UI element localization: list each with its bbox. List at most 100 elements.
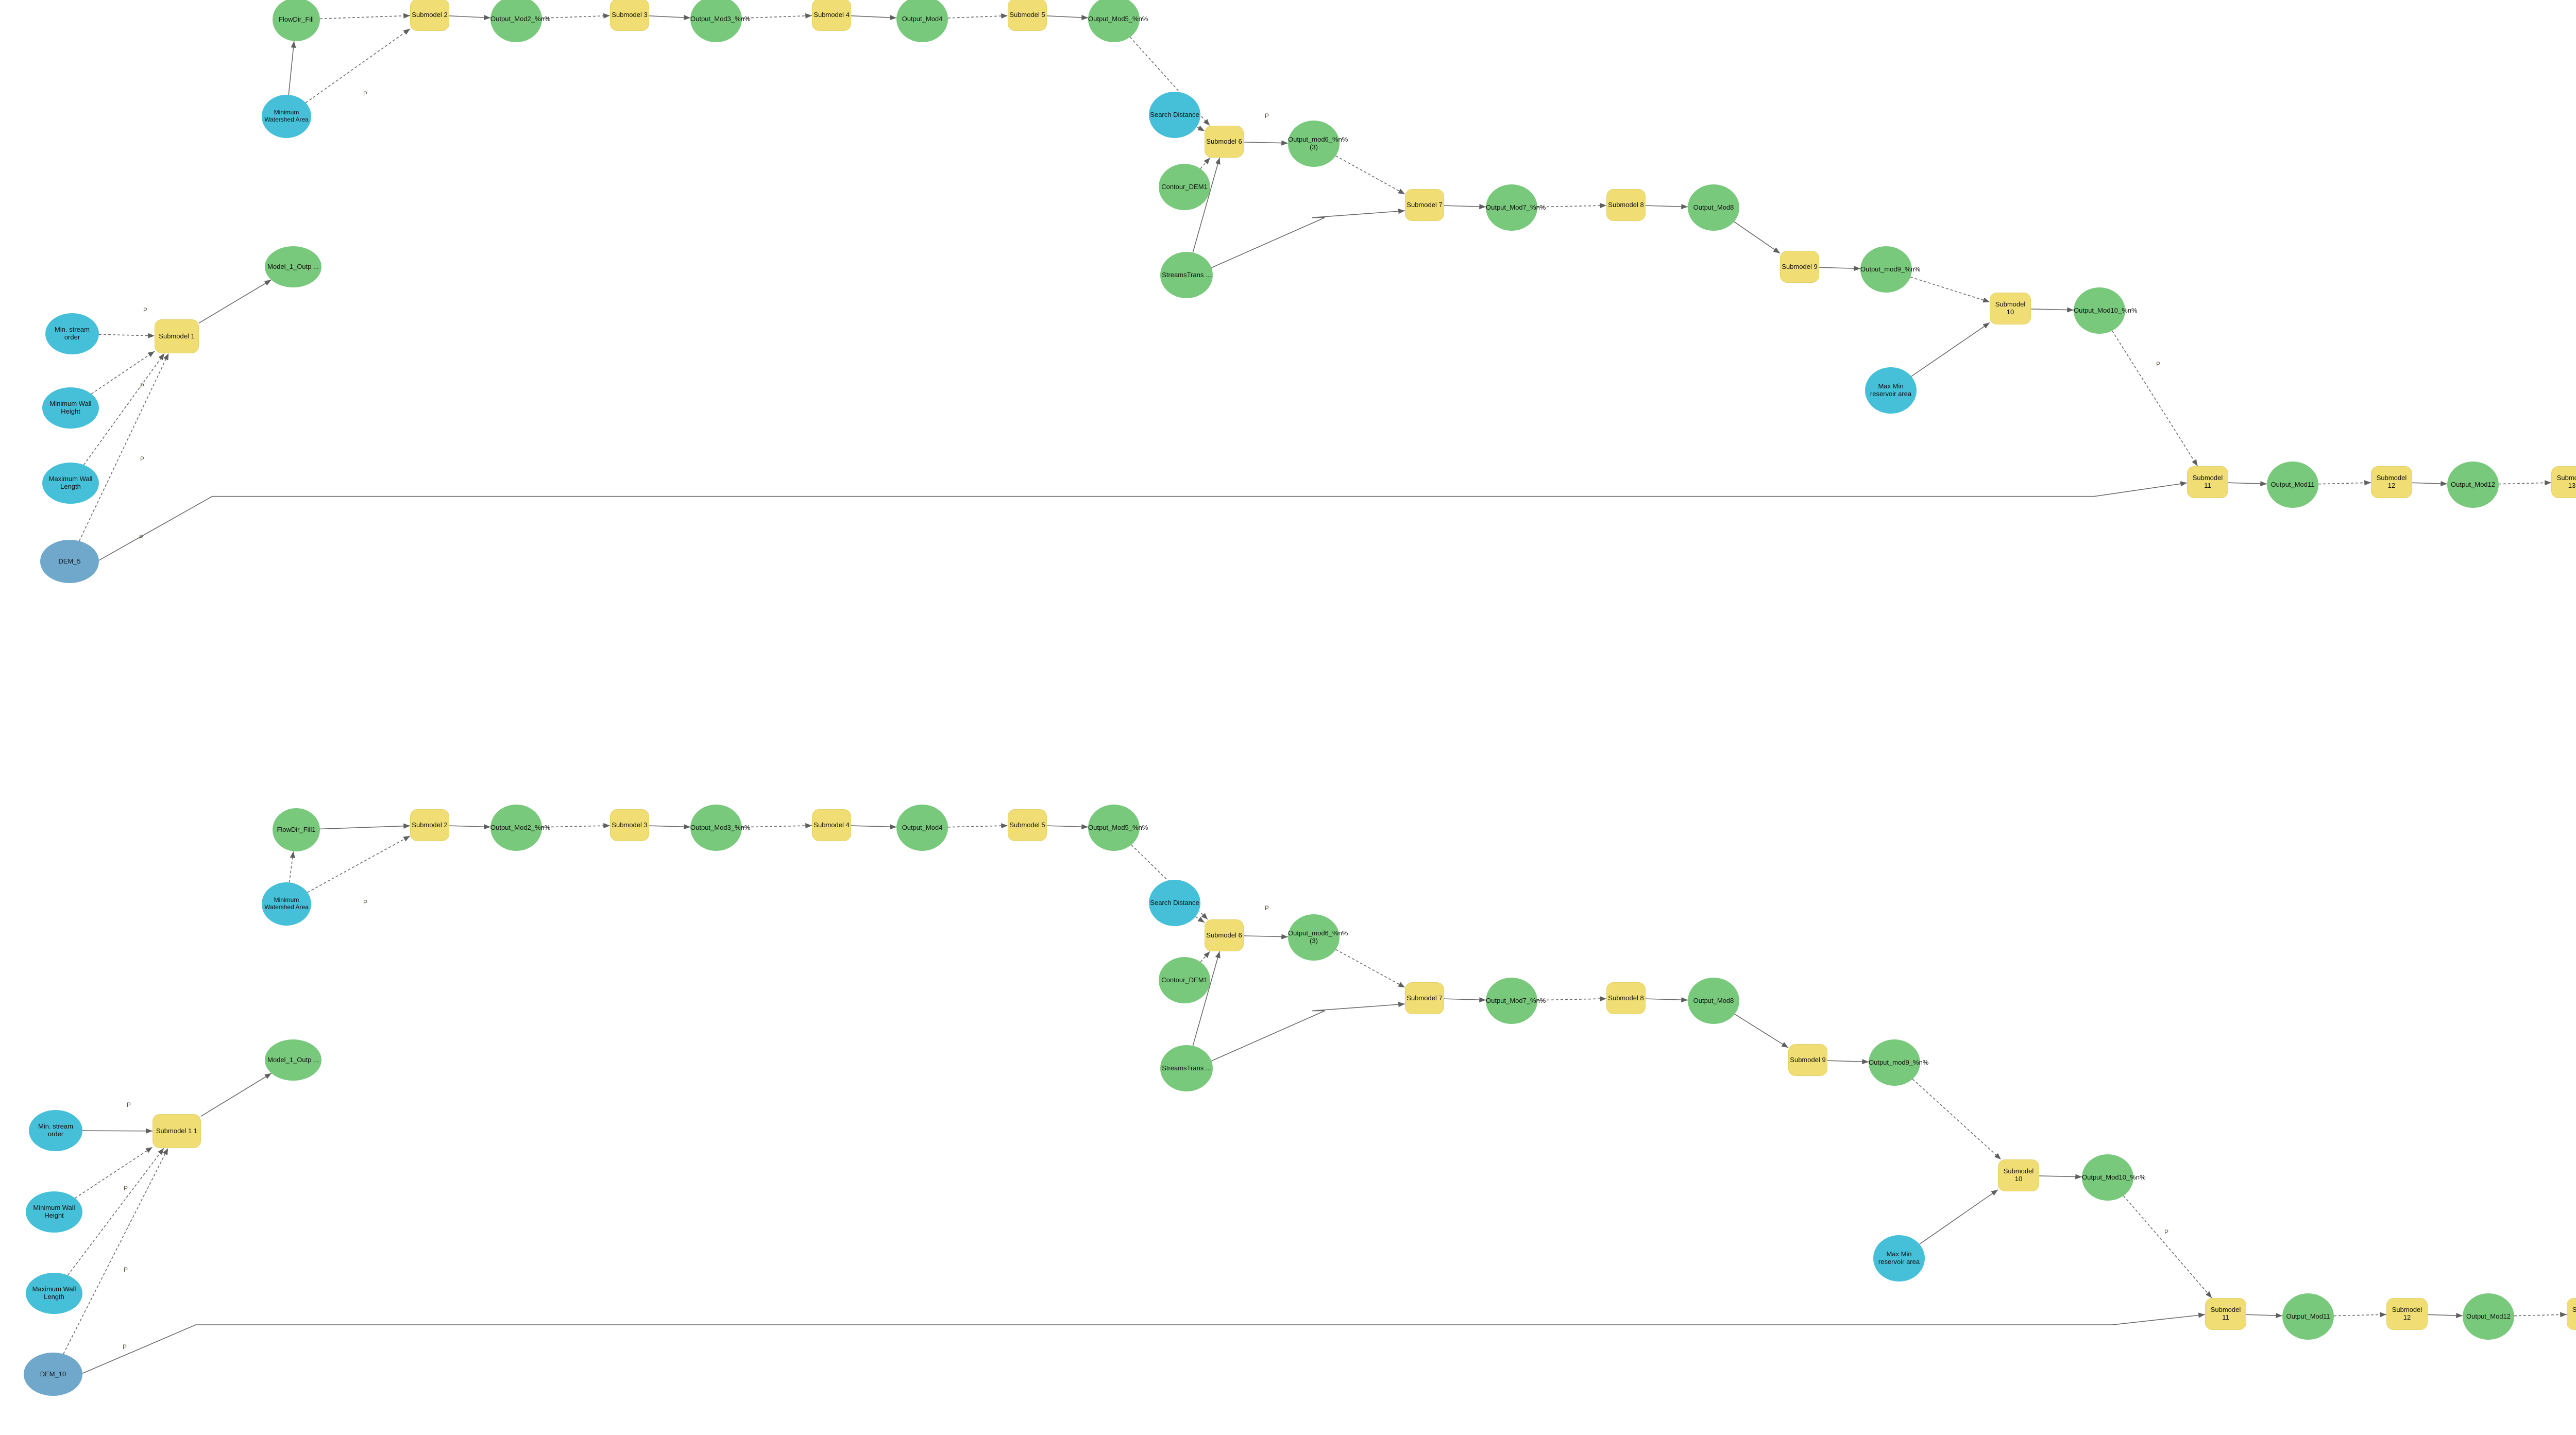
edge-t-sub12-to-t-out12	[2412, 481, 2448, 487]
node-derived-data-t-out6[interactable]: Output_mod6_%n% (3)	[1288, 121, 1348, 167]
node-submodel-b-sub10[interactable]: Submodel 10	[1998, 1159, 2039, 1191]
node-submodel-b-sub4[interactable]: Submodel 4	[812, 809, 851, 841]
node-derived-data-t-out9[interactable]: Output_mod9_%n%	[1860, 246, 1920, 293]
node-submodel-b-sub2[interactable]: Submodel 2	[410, 809, 449, 841]
node-derived-data-t-out7[interactable]: Output_Mod7_%n%	[1486, 184, 1546, 231]
node-submodel-t-sub13[interactable]: Submodel 13	[2551, 466, 2576, 498]
node-derived-data-t-out2[interactable]: Output_Mod2_%n%	[490, 0, 551, 42]
node-label: Output_Mod4	[902, 823, 943, 831]
node-parameter-t-minws[interactable]: Minimum Watershed Area	[262, 95, 311, 138]
node-parameter-t-minwall[interactable]: Minimum Wall Height	[42, 387, 99, 429]
node-derived-data-b-model1out[interactable]: Model_1_Outp ...	[265, 1039, 321, 1081]
edge-t-out8-to-t-sub9	[1734, 221, 1781, 254]
node-input-data-b-dem[interactable]: DEM_10	[24, 1353, 82, 1396]
node-submodel-b-sub3[interactable]: Submodel 3	[610, 809, 649, 841]
edge-b-sub1-to-b-model1out	[200, 1073, 272, 1117]
node-derived-data-t-streams[interactable]: StreamsTrans ...	[1160, 252, 1213, 298]
node-submodel-b-sub13[interactable]: Submodel 13	[2567, 1298, 2576, 1330]
node-derived-data-t-out12[interactable]: Output_Mod12	[2447, 462, 2499, 508]
node-submodel-t-sub3[interactable]: Submodel 3	[610, 0, 649, 31]
node-label: Max Min reservoir area	[1878, 1250, 1920, 1266]
node-submodel-b-sub6[interactable]: Submodel 6	[1205, 919, 1244, 951]
node-label: Output_Mod2_%n%	[490, 823, 551, 831]
node-parameter-b-searchdist[interactable]: Search Distance	[1149, 880, 1200, 926]
edge-parameter-label: P	[127, 1101, 131, 1108]
node-label: Maximum Wall Length	[48, 475, 93, 490]
node-derived-data-t-out11[interactable]: Output_Mod11	[2267, 462, 2318, 508]
node-label: Contour_DEM1	[1161, 976, 1208, 984]
node-submodel-t-sub11[interactable]: Submodel 11	[2187, 466, 2228, 498]
node-label: Output_Mod8	[1693, 996, 1734, 1004]
node-label: Submodel 11	[2210, 1306, 2241, 1321]
node-submodel-b-sub12[interactable]: Submodel 12	[2386, 1298, 2428, 1330]
edge-parameter-label: P	[124, 1185, 128, 1192]
node-label: Submodel 1 1	[156, 1126, 198, 1135]
node-parameter-t-maxwall[interactable]: Maximum Wall Length	[42, 463, 99, 504]
node-derived-data-t-out4[interactable]: Output_Mod4	[896, 0, 948, 42]
node-derived-data-b-out11[interactable]: Output_Mod11	[2282, 1293, 2334, 1340]
node-label: Search Distance	[1150, 110, 1199, 118]
node-derived-data-t-flowdir[interactable]: FlowDir_Fill	[273, 0, 320, 41]
node-input-data-t-dem[interactable]: DEM_5	[40, 540, 99, 583]
node-label: Minimum Wall Height	[49, 400, 92, 415]
edge-t-searchdist-to-t-sub6	[1196, 125, 1205, 132]
node-derived-data-t-out3[interactable]: Output_Mod3_%n%	[690, 0, 750, 42]
node-derived-data-b-out6[interactable]: Output_mod6_%n% (3)	[1288, 914, 1348, 961]
edge-t-out9-to-t-sub10	[1910, 277, 1990, 303]
node-parameter-b-minws[interactable]: Minimum Watershed Area	[262, 882, 311, 926]
node-submodel-b-sub11[interactable]: Submodel 11	[2205, 1298, 2246, 1330]
node-submodel-t-sub5[interactable]: Submodel 5	[1008, 0, 1047, 31]
node-derived-data-b-flowdir[interactable]: FlowDir_Fill1	[273, 808, 320, 851]
node-derived-data-t-out8[interactable]: Output_Mod8	[1688, 184, 1739, 231]
node-parameter-t-minorder[interactable]: Min. stream order	[45, 313, 99, 354]
node-label: Submodel 7	[1406, 994, 1443, 1002]
edge-b-sub12-to-b-out12	[2427, 1312, 2463, 1319]
edge-t-sub10-to-t-out10	[2030, 307, 2074, 313]
node-derived-data-b-contour[interactable]: Contour_DEM1	[1159, 957, 1210, 1003]
node-submodel-b-sub7[interactable]: Submodel 7	[1405, 982, 1444, 1014]
node-submodel-b-sub1[interactable]: Submodel 1 1	[152, 1114, 201, 1148]
node-submodel-t-sub4[interactable]: Submodel 4	[812, 0, 851, 31]
node-submodel-t-sub1[interactable]: Submodel 1	[155, 319, 199, 353]
node-label: Submodel 12	[2376, 474, 2407, 489]
node-submodel-t-sub12[interactable]: Submodel 12	[2371, 466, 2412, 498]
node-parameter-t-searchdist[interactable]: Search Distance	[1149, 92, 1200, 138]
node-derived-data-b-out8[interactable]: Output_Mod8	[1688, 978, 1739, 1024]
node-parameter-b-minorder[interactable]: Min. stream order	[29, 1110, 82, 1151]
node-derived-data-b-out7[interactable]: Output_Mod7_%n%	[1486, 978, 1546, 1024]
node-submodel-t-sub6[interactable]: Submodel 6	[1205, 126, 1244, 158]
node-label: Submodel 4	[814, 10, 850, 19]
edge-b-out6-to-b-sub7	[1335, 949, 1405, 988]
node-submodel-t-sub7[interactable]: Submodel 7	[1405, 189, 1444, 221]
edge-t-sub1-to-t-model1out	[198, 279, 272, 324]
node-label: Output_Mod2_%n%	[490, 14, 551, 23]
node-submodel-t-sub9[interactable]: Submodel 9	[1780, 251, 1819, 283]
node-derived-data-b-out2[interactable]: Output_Mod2_%n%	[490, 805, 551, 851]
node-submodel-t-sub2[interactable]: Submodel 2	[410, 0, 449, 31]
node-derived-data-b-out3[interactable]: Output_Mod3_%n%	[690, 805, 750, 851]
node-submodel-t-sub10[interactable]: Submodel 10	[1990, 293, 2031, 324]
edge-b-out11-to-b-sub12	[2333, 1312, 2387, 1318]
node-derived-data-b-streams[interactable]: StreamsTrans ...	[1160, 1045, 1213, 1091]
node-parameter-b-maxmin[interactable]: Max Min reservoir area	[1873, 1235, 1925, 1282]
node-derived-data-t-out5[interactable]: Output_Mod5_%n%	[1088, 0, 1148, 42]
node-submodel-b-sub5[interactable]: Submodel 5	[1008, 809, 1047, 841]
node-derived-data-b-out12[interactable]: Output_Mod12	[2463, 1293, 2514, 1340]
node-derived-data-b-out9[interactable]: Output_mod9_%n%	[1869, 1039, 1928, 1086]
node-submodel-b-sub9[interactable]: Submodel 9	[1788, 1044, 1827, 1076]
edge-t-dem-to-t-sub11	[98, 481, 2188, 561]
node-derived-data-t-out10[interactable]: Output_Mod10_%n%	[2074, 287, 2138, 334]
node-parameter-b-maxwall[interactable]: Maximum Wall Length	[26, 1273, 82, 1314]
node-derived-data-b-out5[interactable]: Output_Mod5_%n%	[1088, 805, 1148, 851]
node-derived-data-b-out10[interactable]: Output_Mod10_%n%	[2082, 1154, 2146, 1201]
edge-t-out12-to-t-sub13	[2498, 480, 2552, 486]
node-derived-data-t-contour[interactable]: Contour_DEM1	[1159, 164, 1210, 210]
node-parameter-t-maxmin[interactable]: Max Min reservoir area	[1865, 367, 1917, 414]
node-parameter-b-minwall[interactable]: Minimum Wall Height	[26, 1191, 82, 1233]
node-submodel-b-sub8[interactable]: Submodel 8	[1606, 982, 1646, 1014]
node-submodel-t-sub8[interactable]: Submodel 8	[1606, 189, 1646, 221]
node-derived-data-b-out4[interactable]: Output_Mod4	[896, 805, 948, 851]
edge-t-sub9-to-t-out9	[1819, 266, 1861, 271]
node-derived-data-t-model1out[interactable]: Model_1_Outp ...	[265, 246, 321, 287]
